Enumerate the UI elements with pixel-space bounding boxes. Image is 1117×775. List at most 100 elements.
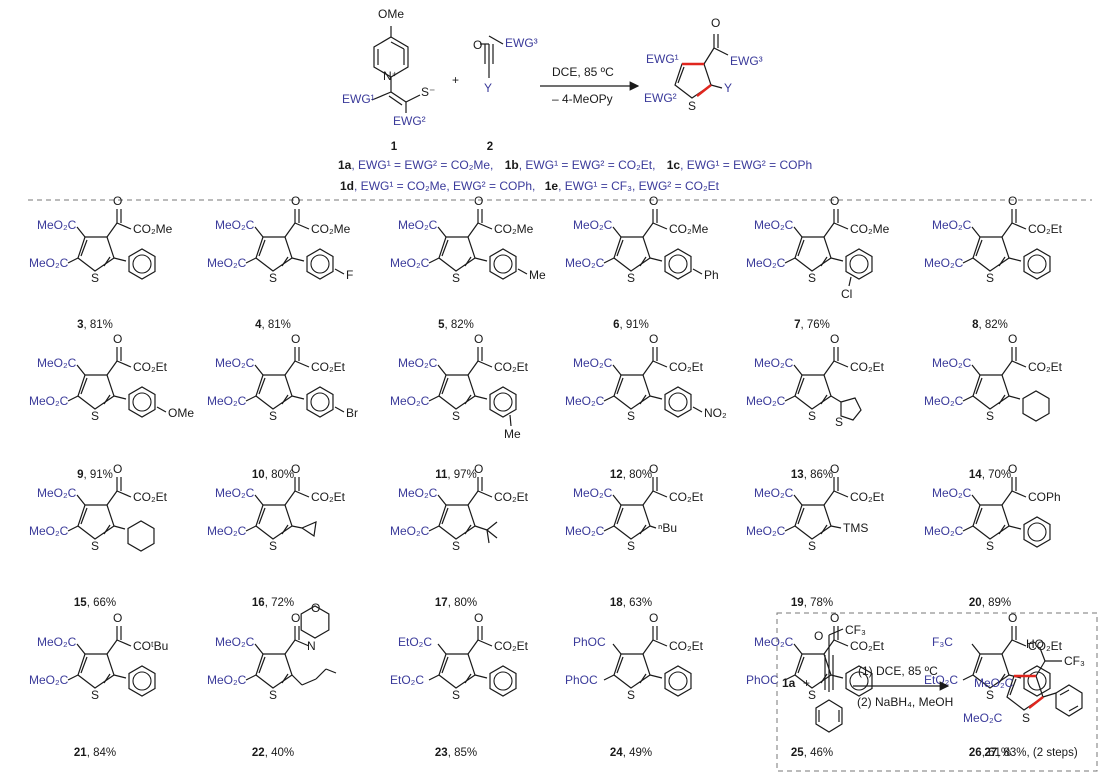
reagent-2-oxygen: O — [473, 38, 482, 52]
aryl-sub: OMe — [168, 406, 194, 420]
product-label: 4, 81% — [255, 319, 291, 331]
keto-oxygen: O — [291, 611, 300, 625]
ketone-group: CO₂Et — [1028, 222, 1063, 236]
ewg2-label: MeO₂C — [29, 673, 69, 687]
product-label: 16, 72% — [252, 597, 294, 609]
keto-oxygen: O — [1008, 332, 1017, 346]
product-label: 26, 61% — [969, 747, 1011, 759]
product-label: 12, 80% — [610, 469, 652, 481]
keto-oxygen: O — [1008, 462, 1017, 476]
product-label: 5, 82% — [438, 319, 474, 331]
ketone-group: CO₂Me — [850, 222, 890, 236]
thiophene-s: S — [808, 688, 816, 702]
ewg2-label: MeO₂C — [746, 524, 786, 538]
product-27-cf3: CF₃ — [1064, 654, 1085, 668]
product-27-ewg2: MeO₂C — [963, 711, 1003, 725]
product-label: 23, 85% — [435, 747, 477, 759]
keto-oxygen: O — [291, 462, 300, 476]
thiophene-s: S — [808, 271, 816, 285]
aryl-sub: F — [346, 268, 353, 282]
aryl-sub: Ph — [704, 268, 719, 282]
inset-alkyne-structure — [815, 628, 844, 733]
product-27-yield: , 83%, (2 steps) — [997, 747, 1078, 759]
reagent-1-structure — [371, 26, 421, 113]
reagent-1-label: 1 — [391, 141, 398, 153]
inset-step-2: (2) NaBH₄, MeOH — [857, 695, 953, 709]
keto-oxygen: O — [830, 462, 839, 476]
product-27-s: S — [1022, 711, 1030, 725]
ketone-group: CO₂Et — [133, 490, 168, 504]
product-27-ewg1: MeO₂C — [974, 676, 1014, 690]
amide-n: N — [307, 639, 316, 653]
ewg1-label: MeO₂C — [398, 356, 438, 370]
ketone-group: CO₂Me — [669, 222, 709, 236]
thiophene-s: S — [808, 539, 816, 553]
product-label: 21, 84% — [74, 747, 116, 759]
ewg1-label: MeO₂C — [754, 486, 794, 500]
aryl-sub: Br — [346, 406, 358, 420]
ketone-group: CO₂Me — [494, 222, 534, 236]
product-label: 25, 46% — [791, 747, 833, 759]
keto-oxygen: O — [113, 332, 122, 346]
product-label: 22, 40% — [252, 747, 294, 759]
thiophene-s: S — [627, 271, 635, 285]
ewg2-label: MeO₂C — [29, 256, 69, 270]
thiophene-s: S — [91, 409, 99, 423]
keto-oxygen: O — [474, 611, 483, 625]
product-label: 6, 91% — [613, 319, 649, 331]
ewg2-label: MeO₂C — [29, 394, 69, 408]
product-27-label: 27, 83%, (2 steps) — [984, 747, 1078, 759]
thiophene-s: S — [986, 409, 994, 423]
aryl-sub: Me — [504, 427, 521, 441]
ewg1-label: MeO₂C — [215, 218, 255, 232]
product-y: Y — [724, 81, 732, 95]
ewg1-label: MeO₂C — [754, 218, 794, 232]
def-1c-id: 1c — [667, 158, 681, 172]
ketone-group: CO₂Et — [494, 360, 529, 374]
thiophene-s: S — [986, 539, 994, 553]
reagent-2-ewg3: EWG³ — [505, 36, 538, 50]
ewg1-label: MeO₂C — [37, 218, 77, 232]
keto-oxygen: O — [649, 194, 658, 208]
ketone-group: CO₂Et — [494, 490, 529, 504]
ewg1-label: MeO₂C — [754, 635, 794, 649]
thiophene-s: S — [269, 539, 277, 553]
keto-oxygen: O — [830, 332, 839, 346]
ewg2-label: MeO₂C — [390, 394, 430, 408]
def-1e-id: 1e — [545, 179, 559, 193]
ewg2-label: MeO₂C — [207, 673, 247, 687]
keto-oxygen: O — [649, 332, 658, 346]
aryl-sub: Cl — [841, 287, 852, 301]
product-label: 11, 97% — [435, 469, 477, 481]
keto-oxygen: O — [113, 194, 122, 208]
ewg1-label: MeO₂C — [37, 486, 77, 500]
inset-alkyne-cf3: CF₃ — [845, 623, 866, 637]
product-label: 8, 82% — [972, 319, 1008, 331]
ewg1-label: PhOC — [573, 635, 606, 649]
ketone-group: CO₂Et — [494, 639, 529, 653]
aryl-sub: Me — [529, 268, 546, 282]
product-27-id: 27 — [984, 747, 997, 759]
morpholine-o: O — [311, 601, 320, 615]
ewg2-label: PhOC — [565, 673, 598, 687]
def-1c-text: , EWG¹ = EWG² = COPh — [680, 158, 812, 172]
product-label: 7, 76% — [794, 319, 830, 331]
ewg1-label: MeO₂C — [932, 356, 972, 370]
def-1b-id: 1b — [505, 158, 519, 172]
keto-oxygen: O — [291, 332, 300, 346]
ewg2-label: MeO₂C — [924, 524, 964, 538]
